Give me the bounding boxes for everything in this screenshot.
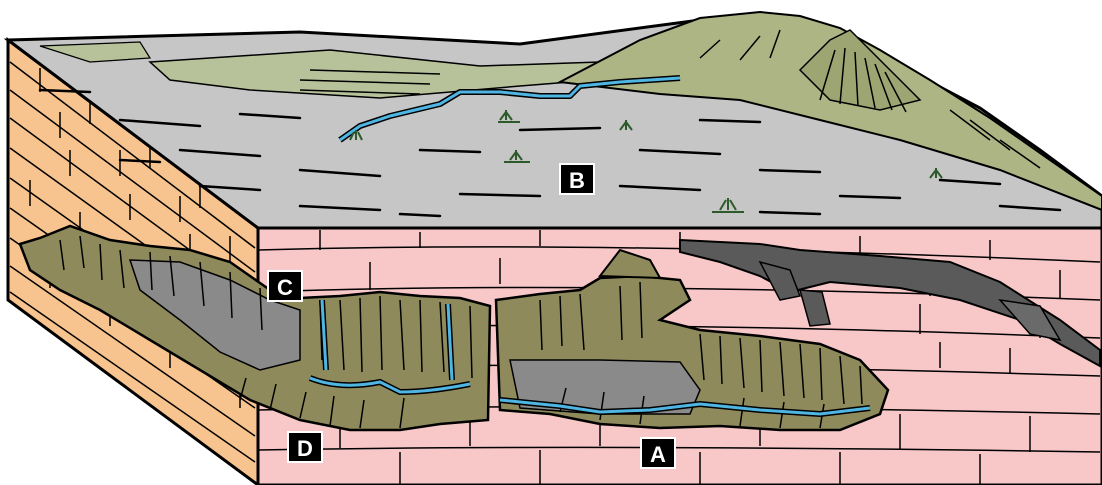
- label-d: D: [288, 432, 322, 462]
- label-c-text: C: [277, 275, 293, 300]
- label-a: A: [641, 438, 675, 468]
- label-b: B: [560, 164, 594, 194]
- label-c: C: [268, 271, 302, 301]
- label-b-text: B: [569, 168, 585, 193]
- label-d-text: D: [297, 436, 313, 461]
- label-a-text: A: [650, 442, 666, 467]
